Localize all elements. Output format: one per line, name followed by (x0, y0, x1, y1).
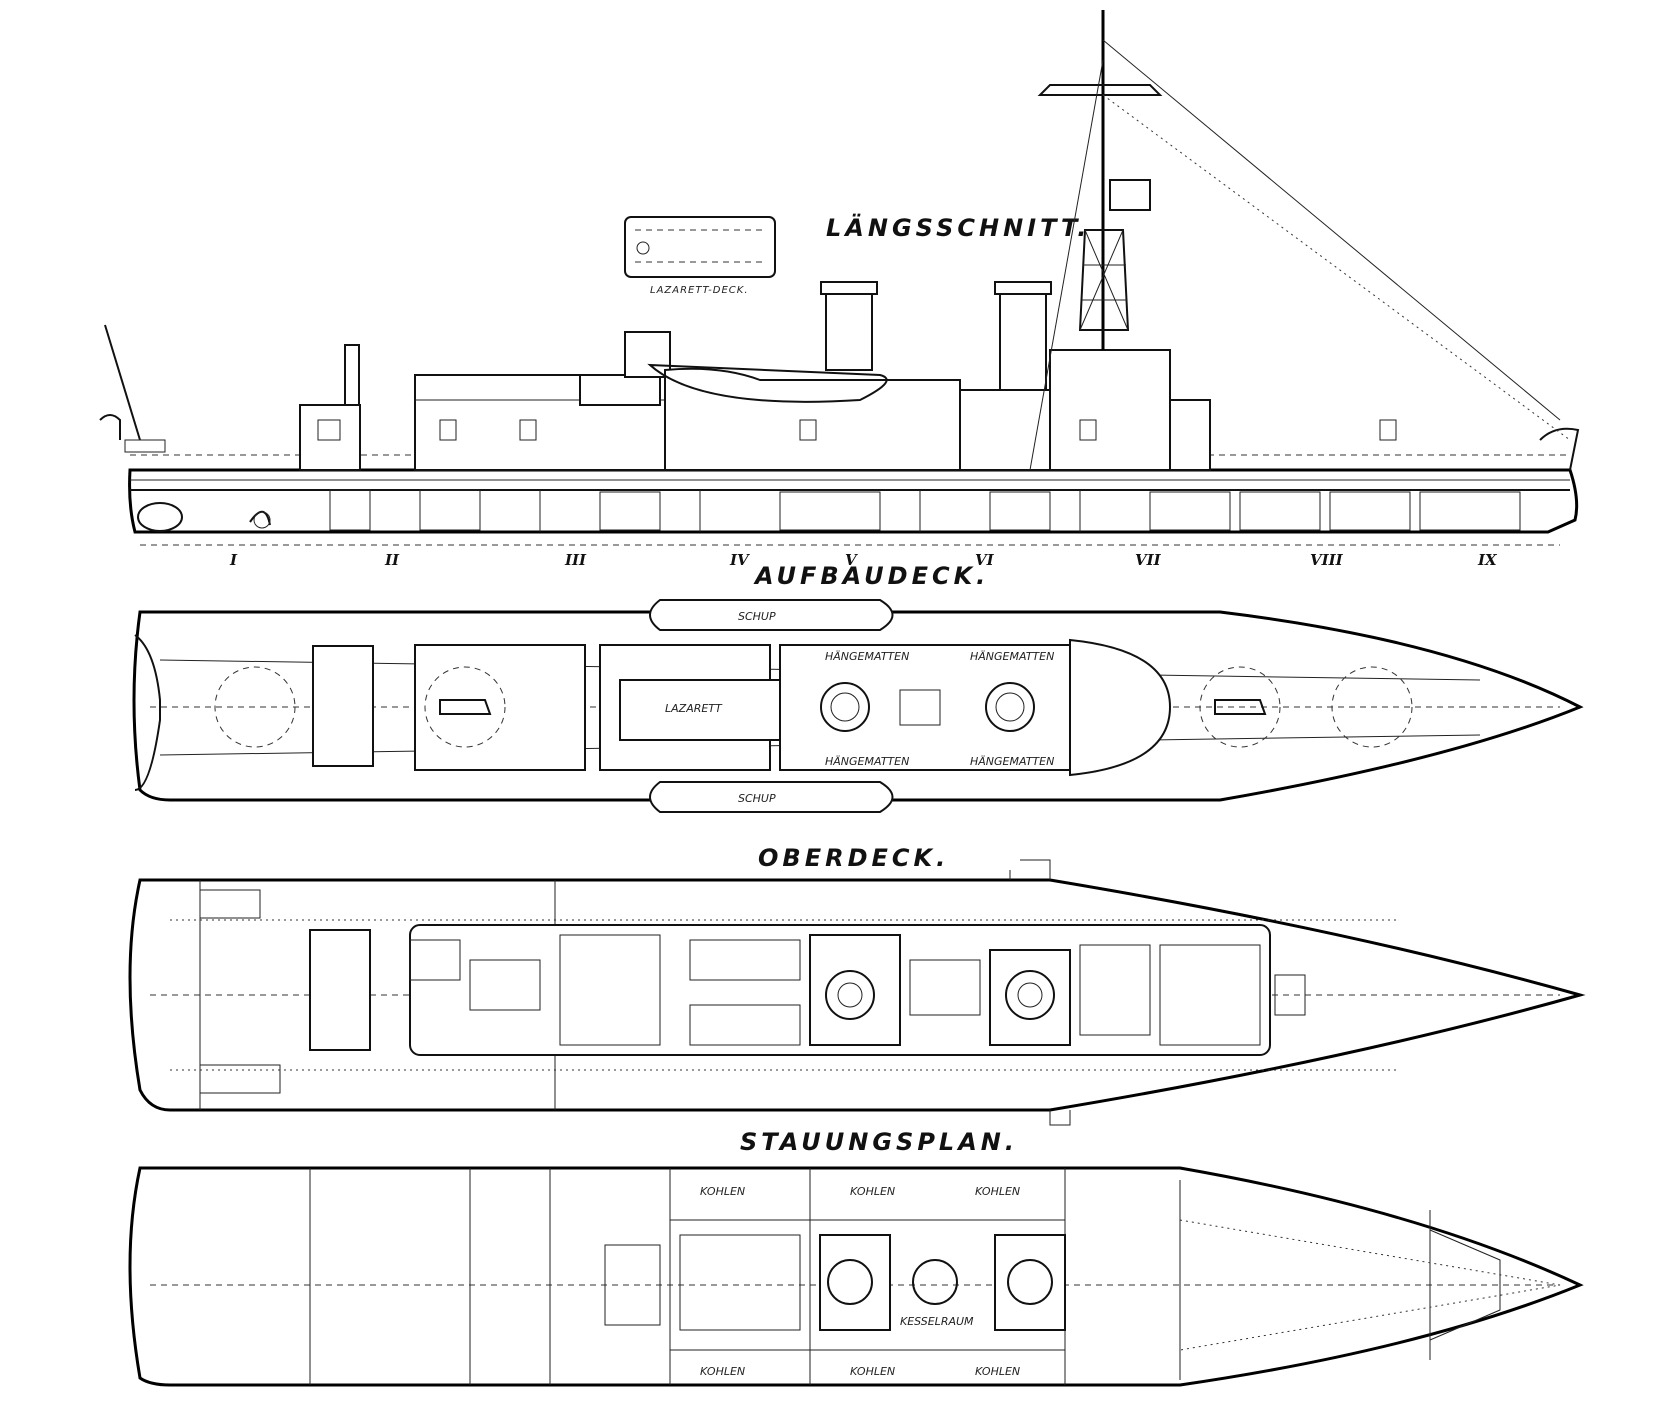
frame-numeral-4: IV (729, 551, 750, 569)
aufbau-hanger-4: HÄNGEMATTEN (970, 755, 1054, 768)
profile-funnels (820, 281, 1052, 391)
aufbau-boat-top (649, 599, 894, 631)
stau-coal-6: KOHLEN (975, 1365, 1020, 1378)
profile-title: LÄNGSSCHNITT. (826, 213, 1090, 242)
stau-coal-5: KOHLEN (850, 1365, 895, 1378)
profile-compartments (329, 489, 1521, 532)
frame-numeral-1: I (229, 551, 238, 569)
aufbau-hanger-2: HÄNGEMATTEN (970, 650, 1054, 663)
stauungsplan-view: STAUUNGSPLAN. KOHLEN KOHLEN KOHLEN KOHLE… (128, 1128, 1584, 1387)
profile-mast (1029, 10, 1571, 471)
aufbau-hanger-3: HÄNGEMATTEN (825, 755, 909, 768)
frame-numeral-2: II (384, 551, 400, 569)
aufbau-boat-bottom (649, 781, 894, 813)
stau-boiler-label: KESSELRAUM (900, 1315, 974, 1328)
stau-coal-2: KOHLEN (850, 1185, 895, 1198)
profile-superstructure (299, 331, 1397, 471)
frame-numeral-6: VI (975, 551, 995, 569)
frame-numeral-9: IX (1477, 551, 1498, 569)
aufbaudeck-view: AUFBAUDECK. SCHUP SCHUP LAZARETT HÄNGEMA… (132, 562, 1584, 813)
aufbau-hospital-label: LAZARETT (665, 702, 723, 715)
frame-numeral-3: III (564, 551, 587, 569)
stau-coal-1: KOHLEN (700, 1185, 745, 1198)
stau-coal-4: KOHLEN (700, 1365, 745, 1378)
lazarett-deck-label: LAZARETT-DECK. (650, 285, 749, 296)
profile-view: LÄNGSSCHNITT. LAZARETT-DECK. (99, 10, 1580, 569)
aufbau-boat-top-label: SCHUP (738, 610, 776, 623)
stauungsplan-title: STAUUNGSPLAN. (740, 1128, 1018, 1156)
frame-numerals: I II III IV V VI VII VIII IX (229, 551, 1498, 569)
lazarett-deck-inset: LAZARETT-DECK. (624, 216, 776, 296)
oberdeck-title: OBERDECK. (758, 844, 949, 872)
oberdeck-view: OBERDECK. (128, 844, 1586, 1126)
frame-numeral-7: VII (1135, 551, 1162, 569)
frame-numeral-8: VIII (1310, 551, 1344, 569)
aufbau-hanger-1: HÄNGEMATTEN (825, 650, 909, 663)
aufbaudeck-title: AUFBAUDECK. (753, 562, 989, 590)
aufbau-hospital (619, 679, 781, 741)
stau-coal-3: KOHLEN (975, 1185, 1020, 1198)
aufbau-boat-bottom-label: SCHUP (738, 792, 776, 805)
profile-stern-crane (99, 324, 166, 453)
frame-numeral-5: V (845, 551, 858, 569)
